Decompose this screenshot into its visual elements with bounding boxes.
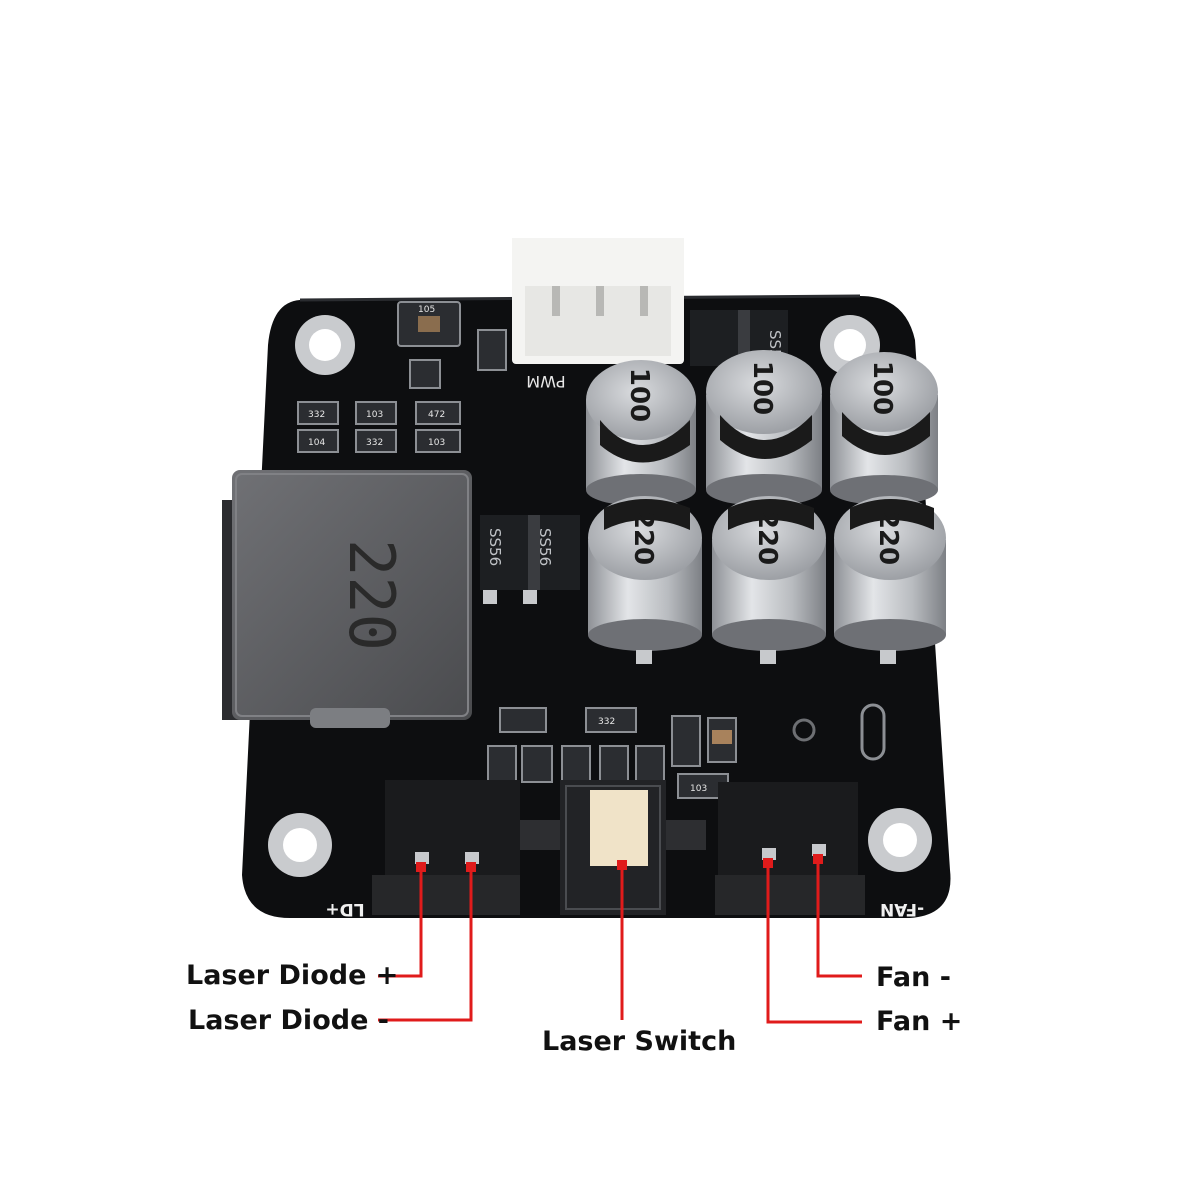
via	[792, 718, 816, 742]
marking-472: 472	[428, 410, 445, 420]
smd-capacitor-bottom	[712, 730, 732, 744]
slot	[860, 703, 886, 761]
capacitor-220-3: 220	[834, 496, 946, 664]
svg-text:220: 220	[752, 511, 782, 565]
svg-text:220: 220	[628, 511, 658, 565]
marking-332-b: 332	[366, 438, 383, 448]
capacitor-220-2: 220	[712, 496, 826, 664]
pwm-connector	[508, 224, 688, 364]
diode-ss56-left: SS56 SS56	[480, 515, 580, 604]
marking-104: 104	[308, 438, 325, 448]
label-laser-diode-minus: Laser Diode -	[188, 1005, 389, 1036]
callout-line-ld-minus	[378, 866, 473, 1022]
smd-components-bottom	[487, 707, 737, 799]
capacitor-220-1: 220	[588, 496, 702, 664]
marking-103-c: 103	[690, 784, 707, 794]
svg-text:SS56: SS56	[486, 528, 504, 566]
mounting-hole-top-left	[295, 315, 355, 375]
pwm-silkscreen: PWM	[526, 372, 565, 391]
marking-103-a: 103	[366, 410, 383, 420]
callout-line-fan-minus	[816, 858, 862, 978]
ld-silkscreen: LD+	[325, 899, 364, 919]
capacitor-100-3: 100	[830, 352, 938, 505]
svg-text:100: 100	[747, 361, 777, 415]
laser-diode-connector	[372, 780, 520, 915]
svg-text:220: 220	[873, 511, 903, 565]
label-laser-diode-plus: Laser Diode +	[186, 960, 399, 991]
callout-line-ld-plus	[378, 866, 423, 978]
mounting-hole-bottom-right	[868, 808, 932, 872]
marking-332-c: 332	[598, 717, 615, 727]
laser-switch	[520, 780, 706, 915]
mounting-hole-bottom-left	[268, 813, 332, 877]
marking-105: 105	[418, 305, 435, 315]
svg-text:220: 220	[335, 539, 408, 651]
label-fan-minus: Fan -	[876, 962, 951, 993]
label-laser-switch: Laser Switch	[542, 1026, 737, 1057]
marking-103-b: 103	[428, 438, 445, 448]
smd-capacitor	[418, 316, 440, 332]
svg-text:100: 100	[624, 368, 654, 422]
fan-connector	[715, 782, 865, 915]
callout-line-fan-plus	[766, 862, 862, 1024]
marking-332-a: 332	[308, 410, 325, 420]
fan-silkscreen: -FAN	[880, 899, 924, 919]
svg-text:100: 100	[867, 361, 897, 415]
svg-text:SS56: SS56	[536, 528, 554, 566]
inductor-220: 220	[222, 470, 472, 728]
label-fan-plus: Fan +	[876, 1006, 963, 1037]
capacitor-100-2: 100	[706, 350, 822, 506]
callout-lines	[378, 854, 862, 1024]
capacitor-100-1: 100	[586, 360, 696, 506]
